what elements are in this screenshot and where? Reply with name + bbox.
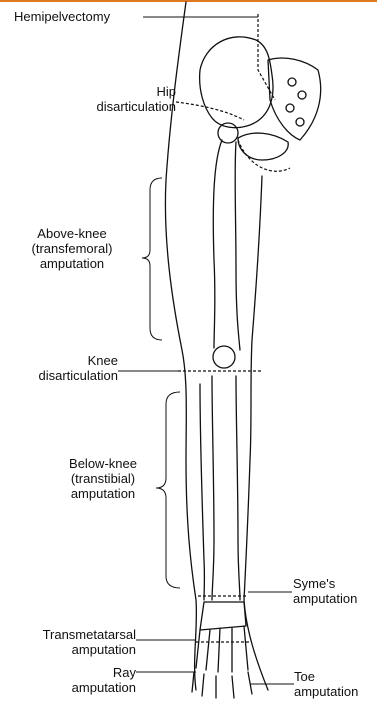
- label-knee-line2: disarticulation: [14, 368, 118, 383]
- label-ray-line2: amputation: [24, 680, 136, 695]
- femur: [213, 140, 240, 350]
- tarsal-bones: [200, 602, 246, 630]
- label-hip-line1: Hip: [78, 84, 176, 99]
- below-knee-brace: [156, 392, 180, 588]
- fibula: [200, 384, 204, 600]
- sacrum: [268, 58, 321, 140]
- label-symes-line1: Syme's: [293, 576, 357, 591]
- label-transmetatarsal-amputation: Transmetatarsal amputation: [4, 627, 136, 657]
- label-below-knee-amputation: Below-knee (transtibial) amputation: [48, 456, 158, 501]
- label-toe-amputation: Toe amputation: [294, 669, 358, 699]
- metatarsals: [196, 626, 248, 672]
- label-below-knee-line3: amputation: [48, 486, 158, 501]
- label-knee-disarticulation: Knee disarticulation: [14, 353, 118, 383]
- label-hemipelvectomy: Hemipelvectomy: [14, 9, 110, 24]
- label-below-knee-line2: (transtibial): [48, 471, 158, 486]
- leg-outline-right: [244, 176, 268, 690]
- label-above-knee-line3: amputation: [2, 256, 142, 271]
- femoral-head: [218, 123, 238, 143]
- pelvis-ilium: [200, 37, 273, 128]
- label-above-knee-line2: (transfemoral): [2, 241, 142, 256]
- label-toe-line1: Toe: [294, 669, 358, 684]
- phalanges: [192, 672, 252, 698]
- hip-cut-line: [176, 102, 244, 120]
- label-above-knee-amputation: Above-knee (transfemoral) amputation: [2, 226, 142, 271]
- label-ray-amputation: Ray amputation: [24, 665, 136, 695]
- label-toe-line2: amputation: [294, 684, 358, 699]
- label-knee-line1: Knee: [14, 353, 118, 368]
- label-symes-amputation: Syme's amputation: [293, 576, 357, 606]
- label-above-knee-line1: Above-knee: [2, 226, 142, 241]
- above-knee-brace: [142, 178, 162, 340]
- tibia: [212, 376, 240, 600]
- label-hemipelvectomy-text: Hemipelvectomy: [14, 9, 110, 24]
- label-hip-disarticulation: Hip disarticulation: [78, 84, 176, 114]
- above-knee-cut-arc: [238, 140, 290, 171]
- pubis-ischium: [238, 133, 288, 160]
- label-transmetatarsal-line2: amputation: [4, 642, 136, 657]
- label-symes-line2: amputation: [293, 591, 357, 606]
- patella: [213, 346, 235, 368]
- label-hip-line2: disarticulation: [78, 99, 176, 114]
- label-ray-line1: Ray: [24, 665, 136, 680]
- label-transmetatarsal-line1: Transmetatarsal: [4, 627, 136, 642]
- label-below-knee-line1: Below-knee: [48, 456, 158, 471]
